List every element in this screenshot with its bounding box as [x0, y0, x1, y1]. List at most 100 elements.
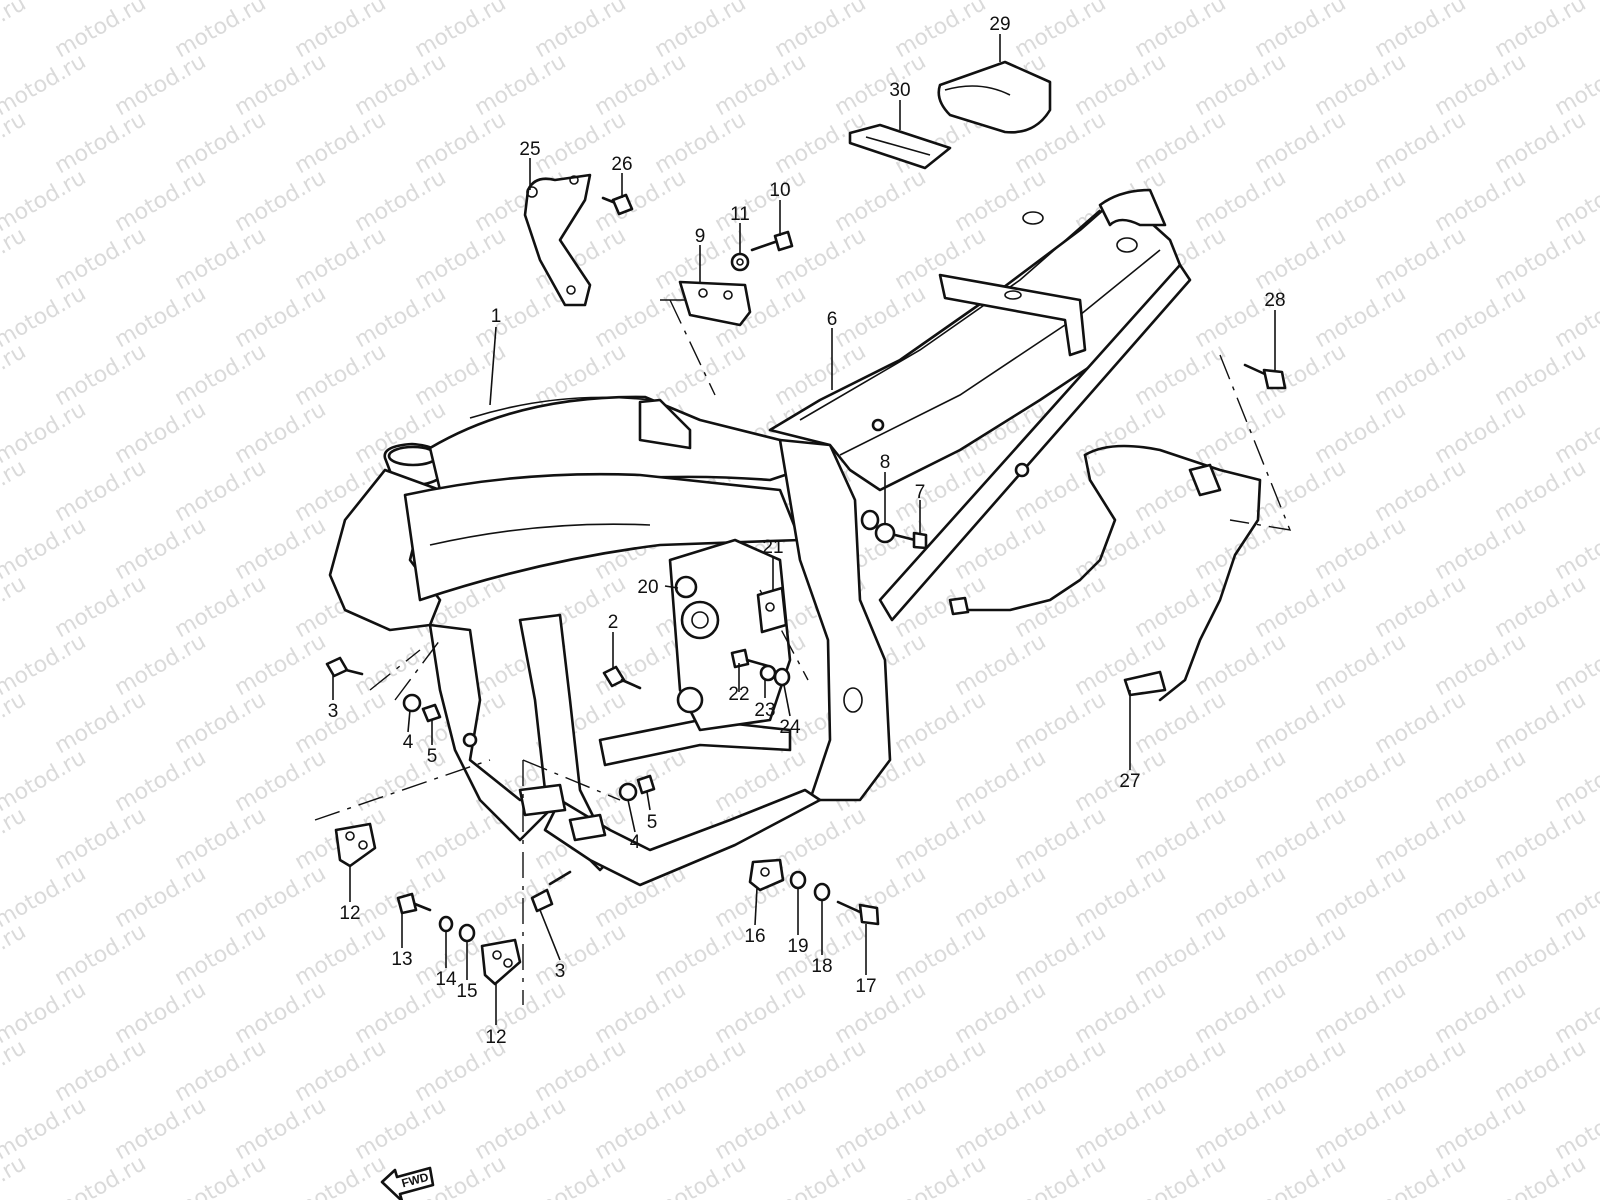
watermark-text: motod.ru	[291, 1035, 391, 1107]
watermark-text: motod.ru	[171, 571, 271, 643]
watermark-text: motod.ru	[651, 339, 751, 411]
watermark-text: motod.ru	[0, 107, 30, 179]
watermark-text: motod.ru	[951, 745, 1051, 817]
rear-frame	[768, 188, 1192, 622]
watermark-text: motod.ru	[51, 339, 151, 411]
watermark-text: motod.ru	[1371, 803, 1471, 875]
watermark-text: motod.ru	[1011, 1151, 1111, 1200]
part-20-collar	[674, 575, 698, 599]
callout-29: 29	[989, 14, 1010, 35]
watermark-text: motod.ru	[951, 629, 1051, 701]
watermark-text: motod.ru	[51, 1151, 151, 1200]
part-9-bracket	[678, 280, 752, 327]
callout-18: 18	[811, 956, 832, 977]
watermark-text: motod.ru	[1011, 803, 1111, 875]
watermark-text: motod.ru	[1431, 745, 1531, 817]
watermark-text: motod.ru	[651, 1035, 751, 1107]
watermark-text: motod.ru	[831, 281, 931, 353]
watermark-text: motod.ru	[291, 919, 391, 991]
watermark-text: motod.ru	[291, 223, 391, 295]
part-15-washer	[458, 923, 476, 943]
callout-19: 19	[787, 936, 808, 957]
watermark-text: motod.ru	[231, 49, 331, 121]
watermark-text: motod.ru	[531, 919, 631, 991]
watermark-text: motod.ru	[891, 1035, 991, 1107]
watermark-text: motod.ru	[1431, 977, 1531, 1049]
watermark-text: motod.ru	[1491, 571, 1591, 643]
watermark-text: motod.ru	[1371, 1035, 1471, 1107]
watermark-text: motod.ru	[291, 107, 391, 179]
watermark-text: motod.ru	[1311, 977, 1411, 1049]
part-3-bolt-lower	[530, 870, 572, 913]
callout-labels: 1 2 3 3 4 4 5 5 6 7 8 9 10 11 12 12 13 1…	[328, 14, 1286, 1048]
watermark-text: motod.ru	[0, 223, 30, 295]
callout-3: 3	[328, 701, 339, 722]
watermark-text: motod.ru	[171, 455, 271, 527]
watermark-text: motod.ru	[1071, 1093, 1171, 1165]
callout-7: 7	[915, 482, 926, 503]
watermark-text: motod.ru	[0, 1035, 30, 1107]
watermark-text: motod.ru	[51, 687, 151, 759]
watermark-text: motod.ru	[1251, 1035, 1351, 1107]
watermark-text: motod.ru	[171, 803, 271, 875]
watermark-text: motod.ru	[231, 165, 331, 237]
watermark-text: motod.ru	[1431, 281, 1531, 353]
callout-25: 25	[519, 139, 540, 160]
watermark-text: motod.ru	[1431, 629, 1531, 701]
watermark-text: motod.ru	[891, 803, 991, 875]
watermark-text: motod.ru	[891, 1151, 991, 1200]
watermark-text: motod.ru	[1191, 165, 1291, 237]
watermark-text: motod.ru	[111, 745, 211, 817]
part-4-washer-lower	[618, 782, 638, 802]
watermark-text: motod.ru	[231, 513, 331, 585]
watermark-text: motod.ru	[711, 165, 811, 237]
watermark-text: motod.ru	[1191, 745, 1291, 817]
watermark-text: motod.ru	[111, 281, 211, 353]
watermark-text: motod.ru	[1251, 223, 1351, 295]
watermark-text: motod.ru	[1191, 513, 1291, 585]
watermark-text: motod.ru	[231, 397, 331, 469]
watermark-text: motod.ru	[1251, 1151, 1351, 1200]
watermark-text: motod.ru	[1011, 687, 1111, 759]
part-21-bracket	[756, 586, 788, 634]
watermark-text: motod.ru	[1191, 49, 1291, 121]
watermark-text: motod.ru	[1071, 977, 1171, 1049]
watermark-text: motod.ru	[171, 0, 271, 63]
watermark-text: motod.ru	[471, 861, 571, 933]
watermark-text: motod.ru	[831, 977, 931, 1049]
watermark-text: motod.ru	[1491, 1035, 1591, 1107]
watermark-text: motod.ru	[1371, 919, 1471, 991]
watermark-text: motod.ru	[51, 455, 151, 527]
watermark-text: motod.ru	[1431, 165, 1531, 237]
watermark-text: motod.ru	[1251, 919, 1351, 991]
part-5-nut-lower	[636, 774, 656, 795]
part-12-plate-left	[334, 822, 377, 868]
callout-16: 16	[744, 926, 765, 947]
callout-14: 14	[435, 969, 457, 990]
watermark-text: motod.ru	[471, 49, 571, 121]
watermark-text: motod.ru	[51, 223, 151, 295]
callout-6: 6	[827, 309, 838, 330]
watermark-text: motod.ru	[1311, 397, 1411, 469]
part-16-plate	[748, 858, 785, 892]
fwd-arrow-icon: FWD	[380, 1166, 435, 1200]
part-17-bolt	[836, 900, 880, 926]
part-28-bolt	[1243, 363, 1287, 390]
watermark-text: motod.ru	[1431, 1093, 1531, 1165]
watermark-text: motod.ru	[111, 629, 211, 701]
watermark-text: motod.ru	[831, 861, 931, 933]
watermark-text: motod.ru	[711, 49, 811, 121]
leader-lines	[332, 34, 1276, 1025]
callout-21: 21	[762, 537, 783, 558]
watermark-text: motod.ru	[1071, 49, 1171, 121]
callout-20: 20	[637, 577, 658, 598]
watermark-text: motod.ru	[411, 223, 511, 295]
watermark-text: motod.ru	[0, 1151, 30, 1200]
part-7-bolt	[893, 531, 928, 550]
watermark-text: motod.ru	[291, 0, 391, 63]
watermark-text: motod.ru	[651, 0, 751, 63]
watermark-text: motod.ru	[231, 745, 331, 817]
watermark-text: motod.ru	[1131, 919, 1231, 991]
